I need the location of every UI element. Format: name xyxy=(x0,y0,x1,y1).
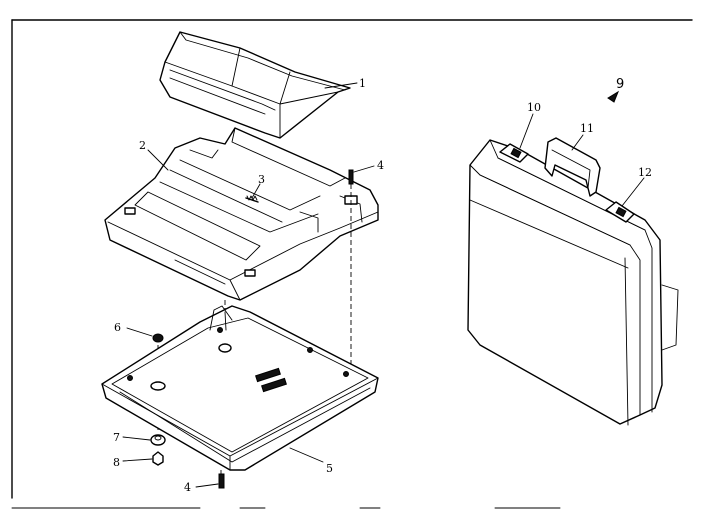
label-part-12: 12 xyxy=(638,166,652,179)
label-part-10: 10 xyxy=(527,101,541,114)
middle-housing-part xyxy=(104,127,379,301)
top-cover-part xyxy=(159,31,351,139)
upper-screw-part xyxy=(348,169,354,380)
label-part-2: 2 xyxy=(139,139,146,152)
label-part-3: 3 xyxy=(258,173,265,186)
label-part-1: 1 xyxy=(359,77,366,90)
label-part-4-lower: 4 xyxy=(184,481,191,494)
part-9-arrow-icon xyxy=(607,90,620,103)
label-part-5: 5 xyxy=(326,462,333,475)
leader-lines xyxy=(122,82,645,488)
foot-screw-part xyxy=(152,451,164,466)
lower-screw-part xyxy=(218,470,225,489)
label-part-7: 7 xyxy=(113,431,120,444)
base-part xyxy=(101,305,379,471)
washer-part xyxy=(150,434,166,446)
foot-grommet-part xyxy=(152,333,164,343)
label-part-11: 11 xyxy=(580,122,594,135)
frame-border xyxy=(11,19,693,509)
carrying-case-part xyxy=(467,137,679,426)
label-part-8: 8 xyxy=(113,456,120,469)
label-part-9: 9 xyxy=(616,77,624,92)
label-part-6: 6 xyxy=(114,321,121,334)
label-part-4-upper: 4 xyxy=(377,159,384,172)
